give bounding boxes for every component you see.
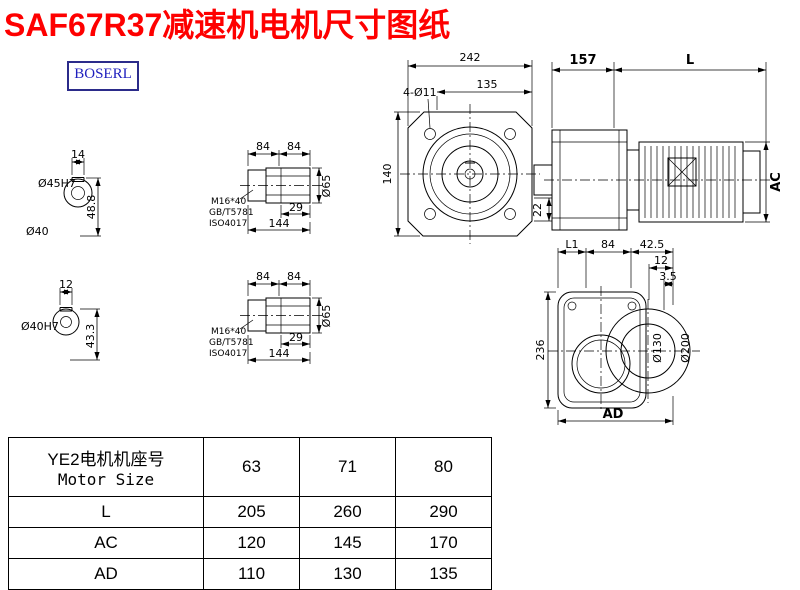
dim-shaft2-height: 43.3: [84, 324, 97, 349]
gearmotor-side-view: 157 L AC: [533, 53, 784, 231]
dim-shaft2-bore: Ø40H7: [21, 320, 59, 333]
gearbox-front-view: 242 135 4-Ø11 140 22: [381, 51, 552, 244]
motor-size-table: YE2电机机座号 Motor Size 63 71 80 L 205 260 2…: [8, 437, 492, 590]
row-label-AD: AD: [8, 558, 204, 590]
table-header-line1: YE2电机机座号: [47, 450, 165, 469]
dim-shaft1-key-width: 14: [71, 148, 85, 161]
label-bush1-std2: ISO4017: [209, 219, 247, 229]
dim-front-w2: 135: [477, 78, 498, 91]
dim-bush1-b: 84: [287, 140, 301, 153]
dim-rear-dia200: Ø200: [679, 333, 692, 363]
label-bush1-bolt: M16*40: [211, 197, 246, 207]
brand-logo: BOSERL: [67, 61, 139, 91]
dim-bush1-dia: Ø65: [320, 175, 333, 198]
value-L-71: 260: [299, 496, 396, 528]
dim-rear-height: 236: [534, 340, 547, 361]
dim-rear-AD: AD: [603, 407, 624, 422]
dim-shaft1-bore: Ø45H7: [38, 177, 76, 190]
dim-shaft1-height: 48.8: [85, 195, 98, 220]
dim-shaft1-outer: Ø40: [26, 225, 49, 238]
label-bush2-std1: GB/T5781: [209, 338, 254, 348]
label-bush2-bolt: M16*40: [211, 327, 246, 337]
page-title: SAF67R37减速机电机尺寸图纸: [4, 7, 451, 43]
table-header-line2: Motor Size: [57, 470, 155, 489]
dim-side-AC: AC: [769, 172, 784, 192]
dimension-drawing: 14 Ø45H7 48.8 Ø40 12 Ø40H7 43.3: [21, 51, 784, 425]
dim-bush2-b: 84: [287, 270, 301, 283]
dim-bush2-dia: Ø65: [320, 305, 333, 328]
dim-front-height: 140: [381, 164, 394, 185]
table-row-L: L 205 260 290: [8, 496, 492, 528]
dim-front-holes: 4-Ø11: [403, 86, 437, 99]
gearbox-rear-view: L1 84 42.5 12 3.5 236 Ø130 Ø200 AD: [534, 238, 700, 425]
value-L-63: 205: [203, 496, 300, 528]
table-row-AC: AC 120 145 170: [8, 527, 492, 559]
dim-bush2-a: 84: [256, 270, 270, 283]
dim-shaft2-key-width: 12: [59, 278, 73, 291]
shaft-end-view-top: 14 Ø45H7 48.8 Ø40: [26, 148, 101, 238]
value-AC-63: 120: [203, 527, 300, 559]
label-bush2-std2: ISO4017: [209, 349, 247, 359]
dim-front-k: 22: [531, 203, 544, 217]
value-AC-80: 170: [395, 527, 492, 559]
dim-front-width: 242: [460, 51, 481, 64]
bushing-detail-top: 84 84 29 144 M16*40 GB/T5781 ISO4017 Ø65: [209, 140, 333, 234]
table-header-col-63: 63: [203, 437, 300, 497]
bushing-detail-bottom: 84 84 29 144 M16*40 GB/T5781 ISO4017 Ø65: [209, 270, 333, 364]
table-header-col-71: 71: [299, 437, 396, 497]
value-AD-71: 130: [299, 558, 396, 590]
label-bush1-std1: GB/T5781: [209, 208, 254, 218]
table-row-AD: AD 110 130 135: [8, 558, 492, 590]
dim-bush1-c: 29: [289, 201, 303, 214]
value-AD-63: 110: [203, 558, 300, 590]
dim-rear-3-5: 3.5: [659, 270, 677, 283]
dim-rear-12: 12: [654, 254, 668, 267]
dim-rear-dia130: Ø130: [651, 333, 664, 363]
dim-side-L: L: [686, 53, 694, 68]
dim-rear-84: 84: [601, 238, 615, 251]
value-AD-80: 135: [395, 558, 492, 590]
table-header-label-cell: YE2电机机座号 Motor Size: [8, 437, 204, 497]
row-label-L: L: [8, 496, 204, 528]
table-header-row: YE2电机机座号 Motor Size 63 71 80: [8, 437, 492, 497]
dim-rear-42-5: 42.5: [640, 238, 665, 251]
value-AC-71: 145: [299, 527, 396, 559]
dim-bush1-a: 84: [256, 140, 270, 153]
row-label-AC: AC: [8, 527, 204, 559]
dim-bush2-d: 144: [269, 347, 290, 360]
dim-side-157: 157: [569, 53, 596, 68]
dim-bush1-d: 144: [269, 217, 290, 230]
table-header-col-80: 80: [395, 437, 492, 497]
dim-rear-L1: L1: [565, 238, 578, 251]
dim-bush2-c: 29: [289, 331, 303, 344]
shaft-end-view-bottom: 12 Ø40H7 43.3: [21, 278, 100, 361]
value-L-80: 290: [395, 496, 492, 528]
